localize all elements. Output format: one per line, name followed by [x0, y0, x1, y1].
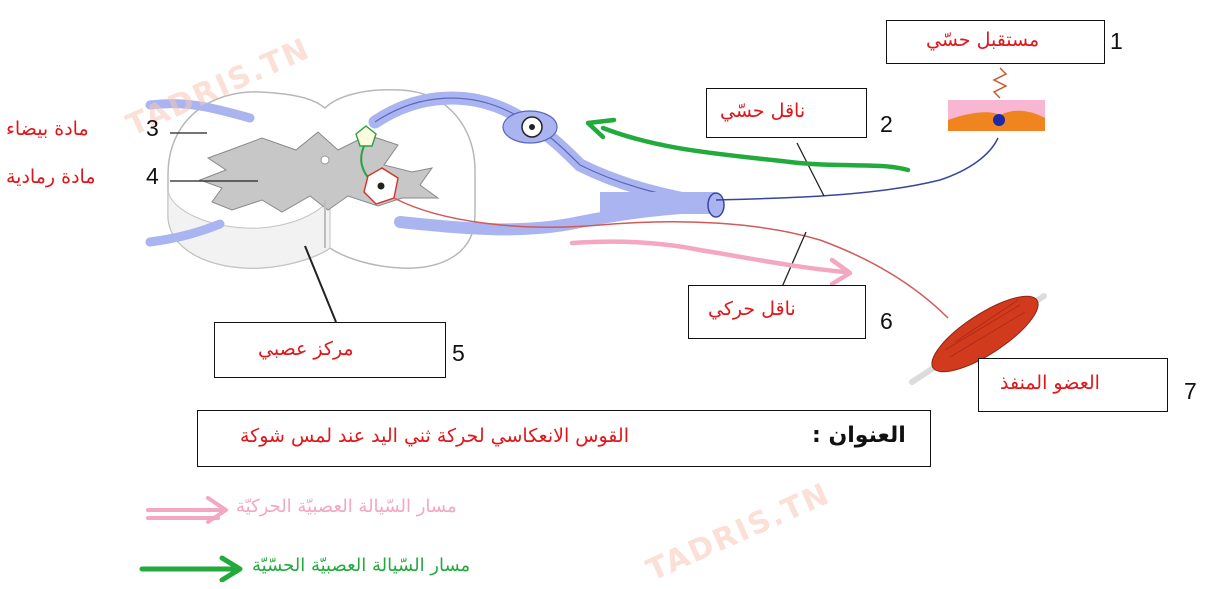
nerve-center-label-box [214, 322, 446, 378]
receptor-label-text: مستقبل حسّي [926, 29, 1040, 51]
sensory-neuron-label-text: ناقل حسّي [720, 100, 806, 122]
title-box [197, 410, 931, 467]
white-matter-number: 3 [146, 115, 159, 141]
motor-neuron-label-box [688, 285, 866, 339]
motor-arrow-head [829, 257, 853, 287]
motor-neuron-label-text: ناقل حركي [708, 298, 796, 320]
effector-label-text: العضو المنفذ [1000, 372, 1100, 394]
legend-motor-arrow [146, 496, 228, 524]
title-text: القوس الانعكاسي لحركة ثني اليد عند لمس ش… [240, 425, 629, 447]
receptor-label-box [886, 20, 1105, 64]
receptor-number: 1 [1110, 28, 1123, 54]
sensory-neuron-number: 2 [880, 111, 893, 137]
motor-axon [393, 197, 949, 319]
central-canal [320, 155, 330, 165]
spinal-cord-front-face [167, 189, 331, 269]
pointer-lines [170, 132, 825, 323]
legend-sensory-arrow [139, 555, 243, 582]
pointer-line-5 [304, 245, 337, 323]
sensory-neuron-label-box [706, 88, 867, 138]
ganglion-nucleus [529, 124, 535, 130]
effector-number: 7 [1184, 378, 1197, 404]
white-matter-label: مادة بيضاء [6, 118, 89, 140]
pointer-line-2 [796, 142, 825, 197]
receptor-dot [993, 114, 1005, 126]
motor-impulse-arrow [569, 239, 848, 275]
motor-neuron-nucleus [377, 182, 385, 190]
pointer-line-6 [781, 231, 807, 288]
muscle-belly [931, 295, 1039, 373]
neurons [355, 125, 949, 319]
receptor-coil [992, 67, 1008, 99]
sensory-nerve-root [368, 91, 725, 236]
title-label: العنوان : [812, 423, 906, 448]
muscle-fibers [944, 299, 1026, 358]
legend-motor-text: مسار السّيالة العصبيّة الحركيّة [236, 496, 457, 517]
muscle [909, 293, 1047, 385]
gray-matter-number: 4 [146, 163, 159, 189]
nerve-center-number: 5 [452, 340, 465, 366]
sensory-impulse-arrow [600, 125, 911, 173]
motor-neuron-number: 6 [880, 308, 893, 334]
sensory-axon [715, 137, 999, 201]
spinal-cord [145, 88, 476, 269]
nerve-center-label-text: مركز عصبي [258, 338, 354, 360]
sensory-arrow-head [585, 117, 617, 140]
gray-matter-label: مادة رمادية [6, 166, 96, 188]
nerve-cut-end [707, 192, 725, 218]
interneuron [355, 125, 377, 147]
left-dorsal-root [145, 99, 255, 123]
effector-label-box [978, 358, 1168, 412]
legend-sensory-text: مسار السّيالة العصبيّة الحسّيّة [252, 555, 471, 576]
skin-receptor [948, 67, 1045, 131]
left-ventral-root [145, 219, 225, 247]
